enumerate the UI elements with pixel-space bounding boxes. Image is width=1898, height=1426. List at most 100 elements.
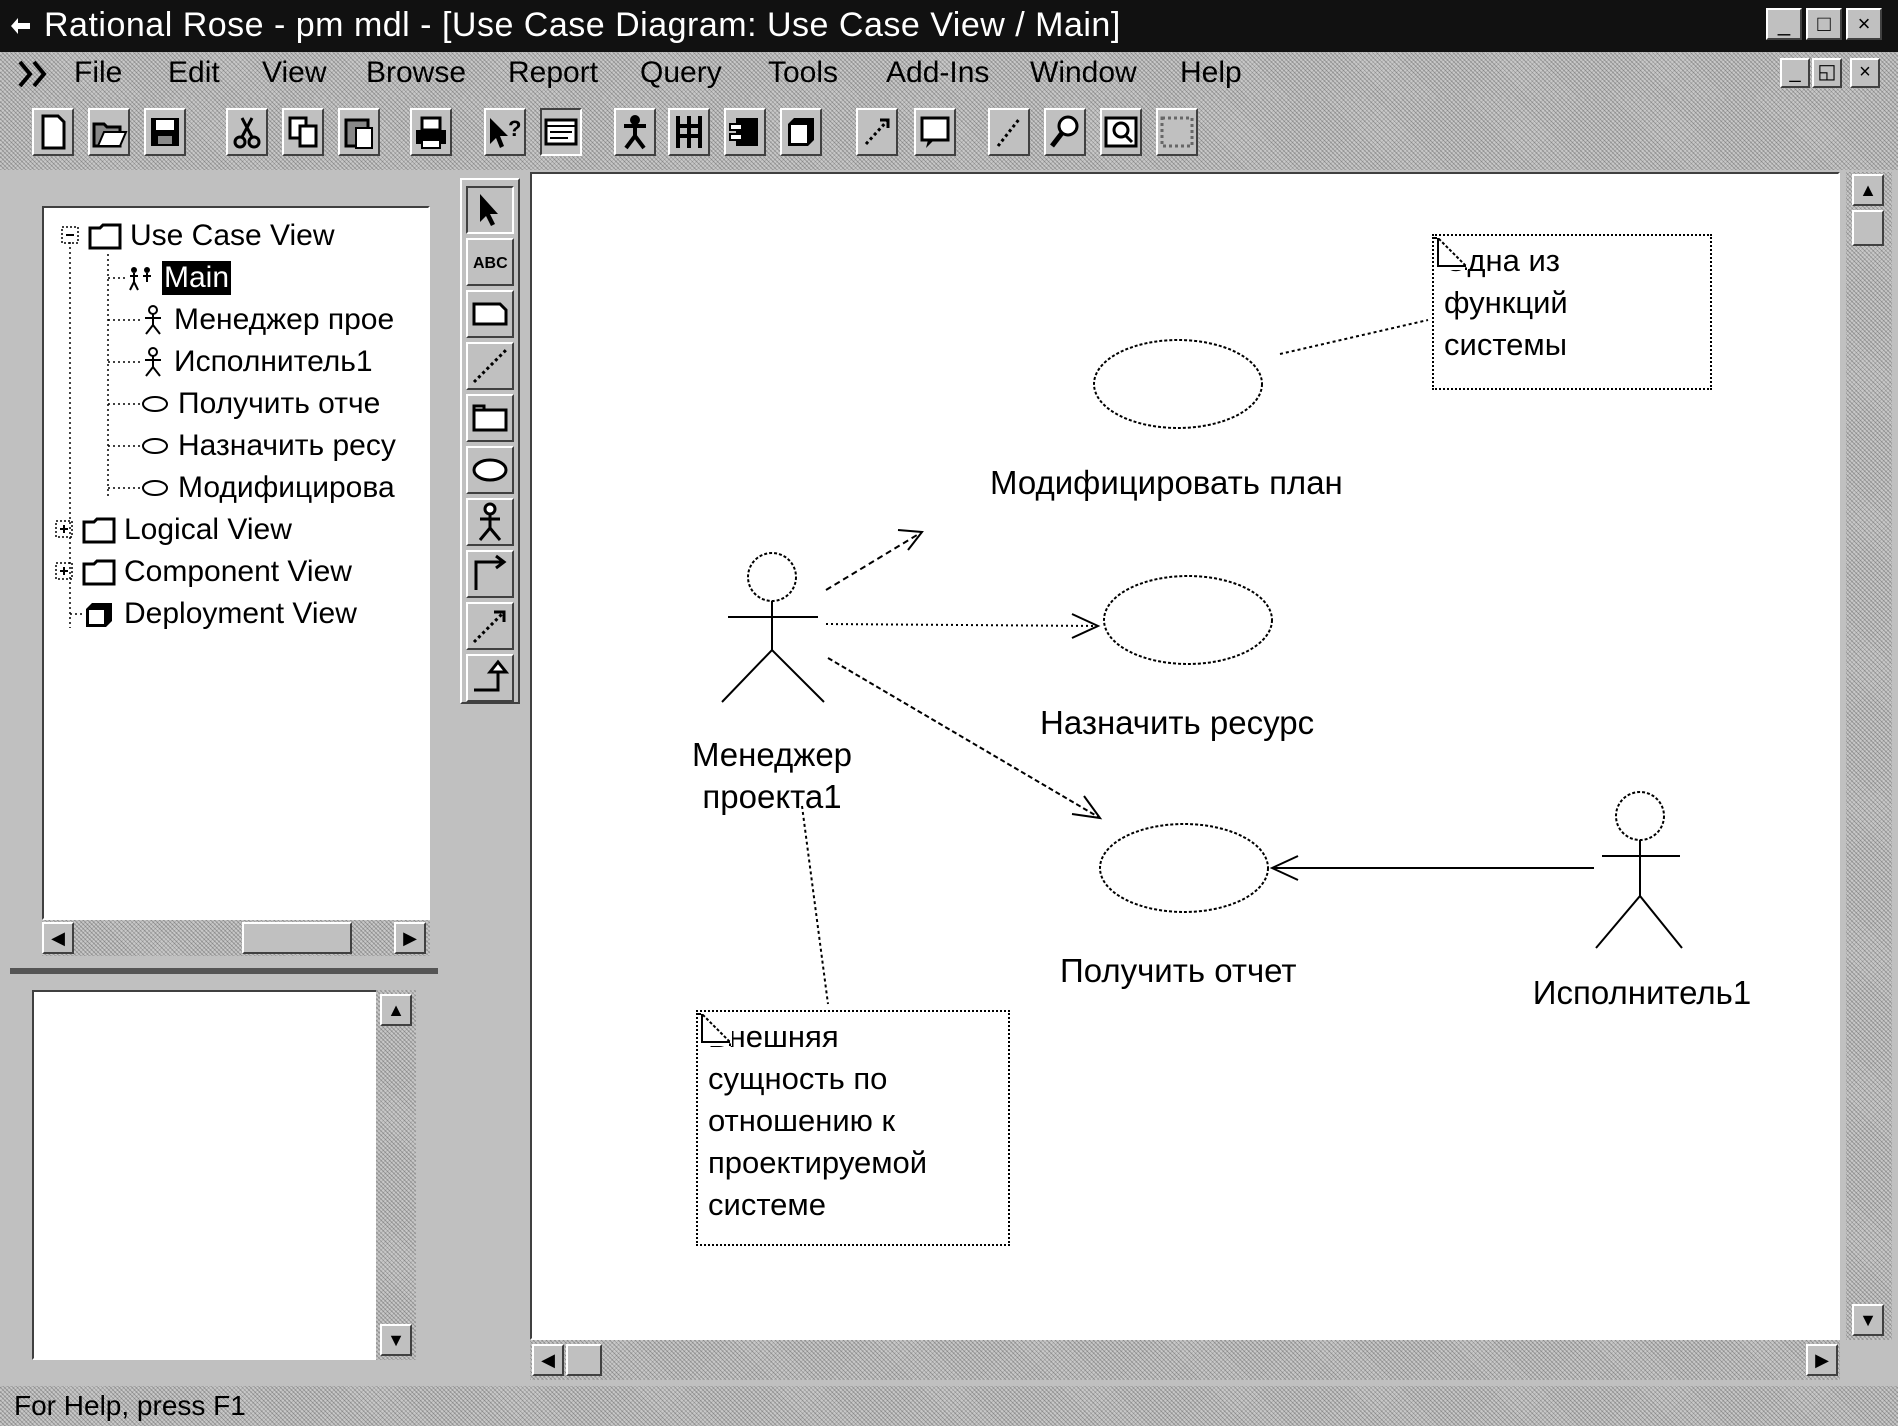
scroll-left-button[interactable]: ◀	[532, 1344, 564, 1376]
mdi-close-button[interactable]: ×	[1850, 58, 1880, 88]
menu-help[interactable]: Help	[1180, 56, 1242, 89]
browser-horizontal-scrollbar[interactable]: ◀ ▶	[42, 920, 430, 956]
menu-window[interactable]: Window	[1030, 56, 1137, 89]
menu-browse[interactable]: Browse	[366, 56, 467, 89]
mdi-restore-button[interactable]: ◱	[1812, 58, 1842, 88]
diagram-hscroll-thumb[interactable]	[566, 1344, 602, 1376]
tree-item-executor-actor[interactable]: Исполнитель1	[140, 342, 373, 382]
note-external-entity[interactable]: Внешняя сущность по отношению к проектир…	[696, 1010, 1010, 1246]
scroll-up-button[interactable]: ▲	[1852, 174, 1884, 206]
paste-button[interactable]	[338, 108, 380, 156]
tree-item-use-case-view[interactable]: Use Case View	[60, 216, 335, 256]
scroll-left-button[interactable]: ◀	[42, 922, 74, 954]
tree-item-main[interactable]: Main	[128, 258, 232, 298]
browse-parent-button[interactable]	[856, 108, 898, 156]
selection-arrow-icon	[480, 194, 498, 226]
maximize-button[interactable]: □	[1806, 8, 1842, 40]
browse-interaction-diagram-button[interactable]	[668, 108, 710, 156]
tree-item-get-report[interactable]: Получить отче	[140, 384, 380, 424]
browse-class-diagram-button[interactable]	[614, 108, 656, 156]
document-system-menu-icon[interactable]	[16, 58, 52, 92]
actor-tool[interactable]	[466, 498, 514, 546]
text-box-tool[interactable]: ABC	[466, 238, 514, 286]
tree-item-label: Main	[162, 261, 232, 295]
zoom-in-button[interactable]	[988, 108, 1030, 156]
generalization-tool[interactable]	[466, 654, 514, 702]
scroll-down-button[interactable]: ▼	[1852, 1304, 1884, 1336]
generalization-icon	[474, 659, 510, 692]
browse-deployment-diagram-icon	[788, 118, 814, 146]
dependency-tool[interactable]	[466, 602, 514, 650]
undo-fit-button[interactable]	[1156, 108, 1198, 156]
association-manager-assign-resource[interactable]	[825, 613, 1101, 639]
new-button[interactable]	[32, 108, 74, 156]
browse-previous-button[interactable]	[914, 108, 956, 156]
menu-report[interactable]: Report	[508, 56, 599, 89]
note-fold-corner	[698, 1012, 732, 1046]
scroll-right-button[interactable]: ▶	[1806, 1344, 1838, 1376]
package-tool[interactable]	[466, 394, 514, 442]
browser-tree[interactable]: Use Case View Main Менеджер прое Исполни…	[42, 206, 430, 920]
actor-manager[interactable]	[721, 552, 825, 703]
folder-icon	[82, 517, 116, 544]
fit-in-window-button[interactable]	[1100, 108, 1142, 156]
expand-icon[interactable]	[54, 519, 76, 541]
browse-deployment-diagram-button[interactable]	[780, 108, 822, 156]
tree-item-modify-plan[interactable]: Модифицирова	[140, 468, 395, 508]
browser-scroll-thumb[interactable]	[242, 922, 352, 954]
print-button[interactable]	[410, 108, 452, 156]
use-case-label-modify-plan: Модифицировать план	[990, 464, 1343, 501]
open-button[interactable]	[88, 108, 130, 156]
note-tool[interactable]	[466, 290, 514, 338]
use-case-assign-resource[interactable]	[1103, 575, 1273, 665]
svg-text:?: ?	[508, 116, 521, 141]
diagram-vertical-scrollbar[interactable]: ▲ ▼	[1846, 172, 1892, 1340]
mdi-minimize-button[interactable]: _	[1780, 58, 1810, 88]
zoom-out-button[interactable]	[1044, 108, 1086, 156]
context-help-button[interactable]: ?	[484, 108, 526, 156]
use-case-tool[interactable]	[466, 446, 514, 494]
view-documentation-button[interactable]	[540, 108, 582, 156]
association-executor-get-report[interactable]	[1269, 855, 1594, 881]
save-button[interactable]	[144, 108, 186, 156]
browse-component-diagram-button[interactable]	[724, 108, 766, 156]
use-case-icon	[472, 458, 508, 482]
close-button[interactable]: ×	[1846, 8, 1882, 40]
scroll-down-button[interactable]: ▼	[380, 1324, 412, 1356]
menu-edit[interactable]: Edit	[168, 56, 220, 89]
use-case-modify-plan[interactable]	[1093, 339, 1263, 429]
menu-tools[interactable]: Tools	[768, 56, 839, 89]
pane-splitter[interactable]	[10, 968, 438, 974]
actor-executor[interactable]	[1595, 791, 1683, 949]
tree-item-assign-resource[interactable]: Назначить ресу	[140, 426, 396, 466]
menu-add-ins[interactable]: Add-Ins	[886, 56, 990, 89]
association-manager-get-report[interactable]	[827, 657, 1103, 820]
note-system-function[interactable]: Одна из функций системы	[1432, 234, 1712, 390]
tree-item-component-view[interactable]: Component View	[54, 552, 352, 592]
scroll-right-button[interactable]: ▶	[394, 922, 426, 954]
expand-icon[interactable]	[54, 561, 76, 583]
anchor-note-tool[interactable]	[466, 342, 514, 390]
diagram-horizontal-scrollbar[interactable]: ◀ ▶	[530, 1340, 1840, 1380]
scroll-up-button[interactable]: ▲	[380, 994, 412, 1026]
menu-file[interactable]: File	[74, 56, 123, 89]
use-case-get-report[interactable]	[1099, 823, 1269, 913]
status-bar: For Help, press F1	[0, 1386, 1898, 1426]
title-bar: Rational Rose - pm mdl - [Use Case Diagr…	[0, 0, 1898, 52]
menu-query[interactable]: Query	[640, 56, 722, 89]
use-case-diagram-canvas[interactable]: Модифицировать план Назначить ресурс Пол…	[530, 172, 1840, 1340]
association-manager-modify-plan[interactable]	[825, 529, 924, 591]
cut-button[interactable]	[226, 108, 268, 156]
documentation-window[interactable]	[32, 990, 416, 1360]
tree-item-logical-view[interactable]: Logical View	[54, 510, 292, 550]
selection-tool[interactable]	[466, 186, 514, 234]
diagram-vscroll-thumb[interactable]	[1852, 210, 1884, 246]
minimize-button[interactable]: _	[1766, 8, 1802, 40]
unidirectional-association-tool[interactable]	[466, 550, 514, 598]
svg-text:ABC: ABC	[473, 255, 508, 272]
menu-view[interactable]: View	[262, 56, 327, 89]
documentation-vertical-scrollbar[interactable]: ▲ ▼	[376, 990, 416, 1360]
tree-item-deployment-view[interactable]: Deployment View	[82, 594, 357, 634]
tree-item-manager-actor[interactable]: Менеджер прое	[140, 300, 394, 340]
copy-button[interactable]	[282, 108, 324, 156]
